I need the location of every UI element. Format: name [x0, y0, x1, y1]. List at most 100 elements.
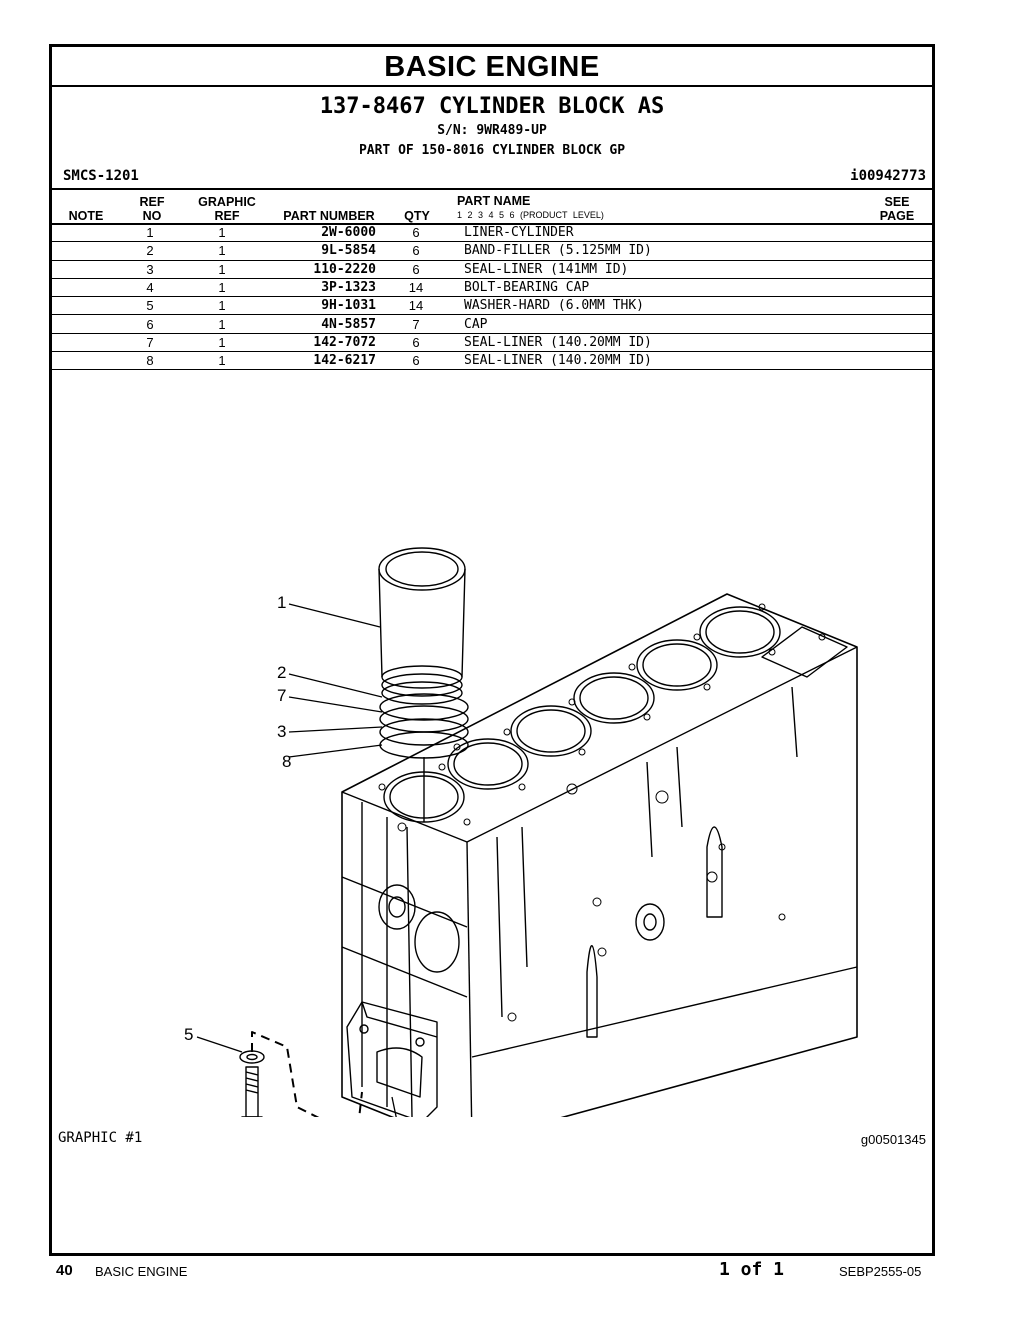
assembly-title: 137-8467 CYLINDER BLOCK AS — [319, 94, 665, 119]
part-name-cell: SEAL-LINER (140.20MM ID) — [456, 351, 872, 371]
ref-no-cell: 8 — [115, 351, 185, 371]
col-qty: QTY — [404, 209, 430, 223]
smcs-code: SMCS-1201 — [63, 168, 139, 184]
col-graphic-ref-bottom: REF — [214, 209, 240, 223]
ref-no-cell: 1 — [115, 224, 185, 243]
col-part-number: PART NUMBER — [283, 209, 375, 223]
graphic-caption: GRAPHIC #1 — [58, 1130, 143, 1146]
part-number-cell: 3P-1323 — [259, 278, 376, 298]
part-number-cell: 142-7072 — [259, 333, 376, 353]
footer-page-of: 1 of 1 — [719, 1259, 785, 1280]
see-page-cell — [872, 296, 932, 316]
part-name-cell: BAND-FILLER (5.125MM ID) — [456, 241, 872, 261]
bearing-cap-drawing — [346, 1001, 438, 1117]
ref-no-cell: 3 — [115, 260, 185, 279]
part-name-cell: LINER-CYLINDER — [456, 224, 872, 243]
ref-no-cell: 2 — [115, 241, 185, 261]
note-cell — [52, 241, 115, 261]
see-page-cell — [872, 224, 932, 243]
col-graphic-ref-top: GRAPHIC — [198, 195, 256, 209]
header-rule — [52, 188, 932, 190]
col-see-page-bottom: PAGE — [879, 209, 915, 223]
ref-no-cell: 6 — [115, 314, 185, 334]
see-page-cell — [872, 333, 932, 353]
ref-no-cell: 4 — [115, 278, 185, 298]
part-number-cell: 9H-1031 — [259, 296, 376, 316]
callout-label: 2 — [277, 663, 286, 682]
footer-doc-number: SEBP2555-05 — [839, 1264, 922, 1279]
cylinder-liner-drawing — [378, 547, 466, 822]
graphic-id: g00501345 — [860, 1132, 926, 1147]
illustration-id: i00942773 — [850, 168, 926, 184]
qty-cell: 14 — [376, 278, 456, 298]
callout-label: 8 — [282, 752, 291, 771]
ref-no-cell: 5 — [115, 296, 185, 316]
qty-cell: 6 — [376, 260, 456, 279]
part-number-cell: 2W-6000 — [259, 224, 376, 243]
part-number-cell: 4N-5857 — [259, 314, 376, 334]
part-number-cell: 142-6217 — [259, 351, 376, 371]
graphic-ref-cell: 1 — [185, 333, 259, 353]
callout-label: 1 — [277, 593, 286, 612]
washer-drawing — [239, 1050, 265, 1064]
note-cell — [52, 224, 115, 243]
section-title: BASIC ENGINE — [52, 47, 932, 87]
part-name-cell: SEAL-LINER (141MM ID) — [456, 260, 872, 279]
qty-cell: 7 — [376, 314, 456, 334]
col-ref-no-bottom: NO — [142, 209, 162, 223]
page-frame: BASIC ENGINE 137-8467 CYLINDER BLOCK AS … — [49, 44, 935, 1256]
part-of-group: PART OF 150-8016 CYLINDER BLOCK GP — [358, 143, 626, 158]
part-name-cell: CAP — [456, 314, 872, 334]
qty-cell: 6 — [376, 351, 456, 371]
callout-label: 3 — [277, 722, 286, 741]
callout-label: 7 — [277, 686, 286, 705]
bolt-drawing — [241, 1066, 263, 1117]
note-cell — [52, 278, 115, 298]
part-number-cell: 9L-5854 — [259, 241, 376, 261]
graphic-ref-cell: 1 — [185, 278, 259, 298]
note-cell — [52, 333, 115, 353]
part-name-cell: BOLT-BEARING CAP — [456, 278, 872, 298]
qty-cell: 6 — [376, 241, 456, 261]
qty-cell: 14 — [376, 296, 456, 316]
part-name-cell: SEAL-LINER (140.20MM ID) — [456, 333, 872, 353]
qty-cell: 6 — [376, 333, 456, 353]
see-page-cell — [872, 351, 932, 371]
col-note: NOTE — [68, 209, 104, 223]
engine-block-illustration: 12738546 — [184, 547, 858, 1117]
qty-cell: 6 — [376, 224, 456, 243]
serial-number: S/N: 9WR489-UP — [437, 123, 547, 138]
see-page-cell — [872, 314, 932, 334]
note-cell — [52, 314, 115, 334]
cylinder-block-drawing — [341, 593, 858, 1117]
graphic-ref-cell: 1 — [185, 260, 259, 279]
part-name-cell: WASHER-HARD (6.0MM THK) — [456, 296, 872, 316]
note-cell — [52, 296, 115, 316]
graphic-ref-cell: 1 — [185, 351, 259, 371]
footer-page-number: 40 — [56, 1262, 73, 1279]
see-page-cell — [872, 278, 932, 298]
callout-leaders — [196, 603, 397, 1117]
col-see-page-top: SEE — [884, 195, 910, 209]
ref-no-cell: 7 — [115, 333, 185, 353]
graphic-ref-cell: 1 — [185, 241, 259, 261]
see-page-cell — [872, 260, 932, 279]
col-product-level: 1 2 3 4 5 6 (PRODUCT LEVEL) — [457, 210, 604, 220]
callout-label: 5 — [184, 1025, 193, 1044]
note-cell — [52, 260, 115, 279]
col-part-name: PART NAME — [457, 194, 531, 208]
assembly-path-lines — [251, 1031, 363, 1117]
col-ref-no-top: REF — [139, 195, 165, 209]
part-number-cell: 110-2220 — [259, 260, 376, 279]
graphic-ref-cell: 1 — [185, 224, 259, 243]
graphic-ref-cell: 1 — [185, 314, 259, 334]
see-page-cell — [872, 241, 932, 261]
